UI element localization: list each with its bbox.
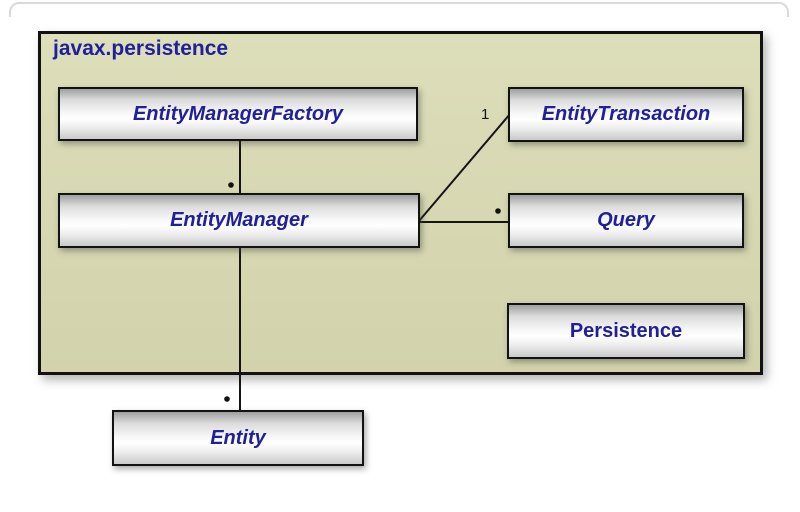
class-name-persistence: Persistence: [569, 319, 683, 342]
edge-manager-to-transaction: [418, 113, 511, 222]
class-name-entitytransaction: EntityTransaction: [541, 103, 711, 125]
class-name-entitymanagerfactory: EntityManagerFactory: [132, 102, 344, 125]
class-name-entity: Entity: [210, 426, 266, 449]
package-title: javax.persistence: [53, 37, 229, 60]
class-name-entitymanager: EntityManager: [170, 209, 308, 231]
image-top-edge: [9, 2, 789, 17]
multiplicity-dot-entity: [224, 396, 230, 402]
class-name-query: Query: [597, 209, 655, 231]
multiplicity-dot-manager: [228, 182, 234, 188]
class-box-entitymanagerfactory: EntityManagerFactory: [58, 87, 418, 141]
class-box-entitymanager: EntityManager: [58, 193, 420, 248]
class-box-entitytransaction: EntityTransaction: [508, 87, 744, 142]
class-box-persistence: Persistence: [507, 303, 745, 359]
class-box-entity: Entity: [112, 410, 364, 466]
class-box-query: Query: [508, 193, 744, 248]
multiplicity-dot-query: [495, 208, 501, 214]
multiplicity-label-1: 1: [481, 106, 490, 123]
